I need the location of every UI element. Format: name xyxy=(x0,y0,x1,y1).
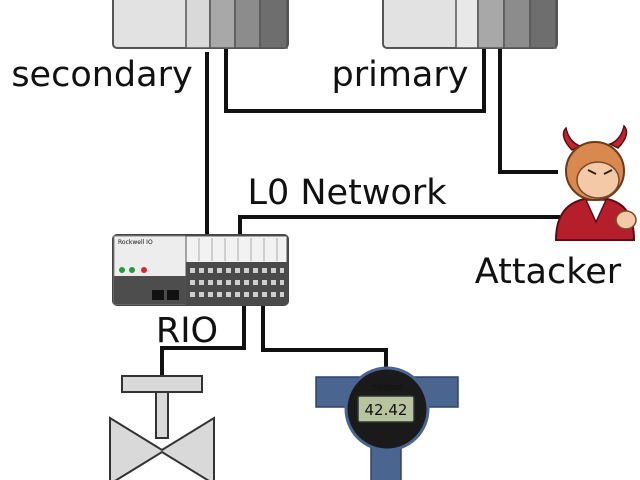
plc-module xyxy=(455,0,479,49)
sensor-value: 42.42 xyxy=(365,401,408,419)
attacker-eyebrow xyxy=(587,169,613,175)
plc-rack-icon xyxy=(382,0,558,49)
l0-network-wire xyxy=(238,215,560,238)
primary-label: primary xyxy=(332,55,469,95)
sensor: Sensor 42.42 xyxy=(315,366,459,480)
plc-module xyxy=(477,0,505,49)
valve-actuator xyxy=(121,375,203,393)
plc-rack-icon xyxy=(112,0,289,49)
l0-network-label: L0 Network xyxy=(247,173,447,213)
secondary-plc: secondary xyxy=(11,0,289,95)
valve xyxy=(109,375,215,480)
rio-led-red xyxy=(141,267,147,273)
sensor-display xyxy=(357,395,415,423)
valve-icon xyxy=(109,375,215,480)
plc-module xyxy=(259,0,288,49)
rio-led-green xyxy=(129,267,135,273)
plc-module xyxy=(503,0,531,49)
rio-to-sensor-wire xyxy=(261,303,388,372)
rio-brand-label: Rockwell IO xyxy=(118,239,153,246)
secondary-label: secondary xyxy=(11,55,192,95)
plc-module xyxy=(185,0,211,49)
rio-terminal-slots xyxy=(198,238,278,261)
valve-body xyxy=(109,416,215,480)
primary-plc: primary xyxy=(332,0,558,95)
valve-stem xyxy=(155,391,169,439)
primary-to-attacker-wire xyxy=(498,48,558,174)
rio-port xyxy=(167,290,179,300)
rio-terminal-screws xyxy=(190,268,284,297)
sensor-icon: Sensor 42.42 xyxy=(315,366,459,480)
rio-port xyxy=(152,290,164,300)
rio-to-valve-wire xyxy=(160,303,246,379)
plc-module xyxy=(234,0,261,49)
attacker-label: Attacker xyxy=(475,252,622,292)
devil-attacker-icon xyxy=(554,124,637,241)
plc-module xyxy=(529,0,557,49)
wires xyxy=(160,48,560,379)
rio: Rockwell IO RIO xyxy=(112,234,289,351)
rio-led-green xyxy=(119,267,125,273)
secondary-primary-link-wire xyxy=(224,48,486,113)
remote-io-icon: Rockwell IO xyxy=(112,234,289,306)
sensor-title: Sensor xyxy=(372,383,403,393)
attacker-horn-right xyxy=(608,124,628,149)
attacker-horn-left xyxy=(562,126,582,151)
attacker-face xyxy=(576,161,620,199)
attacker-hand xyxy=(615,210,637,230)
plc-module xyxy=(209,0,236,49)
rio-label: RIO xyxy=(156,311,218,351)
attacker: Attacker xyxy=(475,124,637,292)
